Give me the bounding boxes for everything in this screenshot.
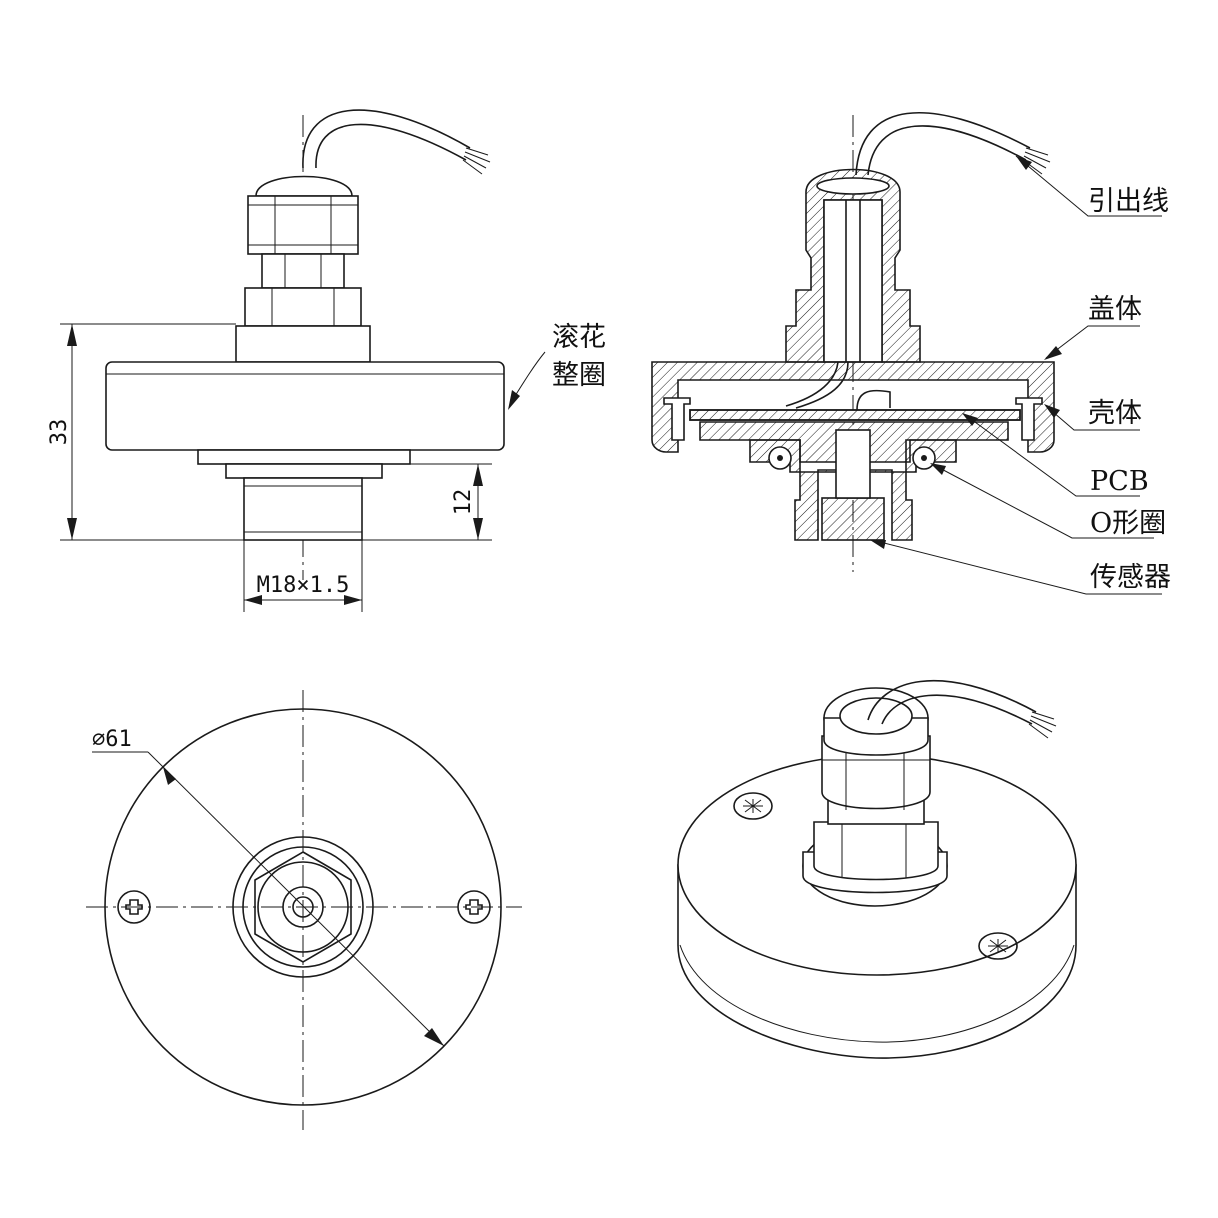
dim-height-text: 33 [47, 419, 72, 446]
top-hex-nut [254, 851, 352, 963]
front-boss [235, 325, 371, 363]
dim-thread-spec: M18×1.5 [243, 540, 363, 612]
front-cable-inner [315, 123, 467, 169]
section-inner-wire-2 [795, 361, 849, 409]
dim-thread-spec-text: M18×1.5 [257, 573, 350, 598]
front-lower-step [225, 463, 383, 479]
label-lead-wire: 引出线 [1088, 186, 1169, 217]
front-view: 33 12 M18×1.5 滚花 整圈 [47, 109, 606, 612]
front-cable-outer [302, 109, 471, 169]
callout-pcb: PCB [962, 413, 1149, 497]
section-lower-boss [749, 439, 957, 541]
iso-lower-nut [813, 821, 939, 881]
section-sensor-channel [835, 429, 871, 499]
knurl-callout: 滚花 整圈 [508, 322, 606, 410]
callout-sensor: 传感器 [870, 539, 1171, 595]
front-gland-nut [247, 195, 359, 255]
label-cover: 盖体 [1088, 294, 1142, 325]
callout-shell: 壳体 [1044, 398, 1142, 431]
label-pcb: PCB [1090, 466, 1149, 497]
front-cable-strands [462, 147, 491, 175]
front-lower-nut [244, 287, 362, 327]
front-gland-neck [261, 253, 345, 289]
label-o-ring: O形圈 [1090, 508, 1166, 539]
callout-o-ring: O形圈 [930, 463, 1166, 539]
section-screw-left [663, 397, 691, 441]
top-screw-right-icon [457, 890, 491, 924]
dim-diameter: ⌀61 [92, 727, 445, 1047]
knurl-label-line2: 整圈 [552, 360, 606, 391]
dim-diameter-text: ⌀61 [92, 727, 132, 752]
section-inner-wire-1 [785, 361, 839, 407]
section-gland-body [785, 168, 921, 363]
section-inner-wire-3 [856, 389, 891, 411]
iso-base-lower-edge [679, 944, 1075, 1043]
section-cable-inner [867, 125, 1027, 176]
iso-cable-outer [867, 680, 1037, 721]
section-gland-top-recess [816, 177, 890, 195]
top-gland-circle [282, 886, 324, 928]
top-nut-circle [257, 861, 349, 953]
top-screw-left-icon [117, 890, 151, 924]
iso-cable-inner [881, 694, 1033, 725]
top-cable-circle [292, 896, 314, 918]
section-pcb-hatch [689, 409, 1021, 421]
top-view: ⌀61 [86, 690, 522, 1130]
front-thread-stem [243, 477, 363, 541]
front-main-body [105, 361, 505, 451]
iso-screw-1-icon [733, 792, 773, 820]
section-gland-bore [823, 199, 883, 363]
section-view: 引出线 盖体 壳体 PCB O形圈 传感器 [651, 112, 1171, 595]
callout-cover: 盖体 [1044, 294, 1142, 360]
iso-screw-2-icon [978, 932, 1018, 960]
knurl-label-line1: 滚花 [552, 322, 606, 353]
label-shell: 壳体 [1088, 398, 1142, 429]
dim-thread-length-text: 12 [451, 489, 476, 516]
top-outer-circle [104, 708, 502, 1106]
section-sensor [821, 497, 885, 541]
front-lower-lip [197, 449, 411, 465]
section-screw-right [1015, 397, 1043, 441]
section-cover [651, 361, 1055, 453]
top-boss-inner [242, 846, 364, 968]
iso-cable-strands [1028, 711, 1057, 739]
section-cable-outer [855, 112, 1031, 176]
iso-gland-nut [821, 735, 931, 810]
section-wire-channel [845, 200, 861, 362]
label-sensor: 传感器 [1090, 562, 1171, 593]
dim-thread-length: 12 [362, 463, 492, 541]
iso-view [677, 680, 1077, 1059]
top-boss-outer [232, 836, 374, 978]
callout-lead-wire: 引出线 [1015, 155, 1169, 217]
dim-height: 33 [47, 323, 244, 541]
front-gland-cap [255, 175, 353, 197]
